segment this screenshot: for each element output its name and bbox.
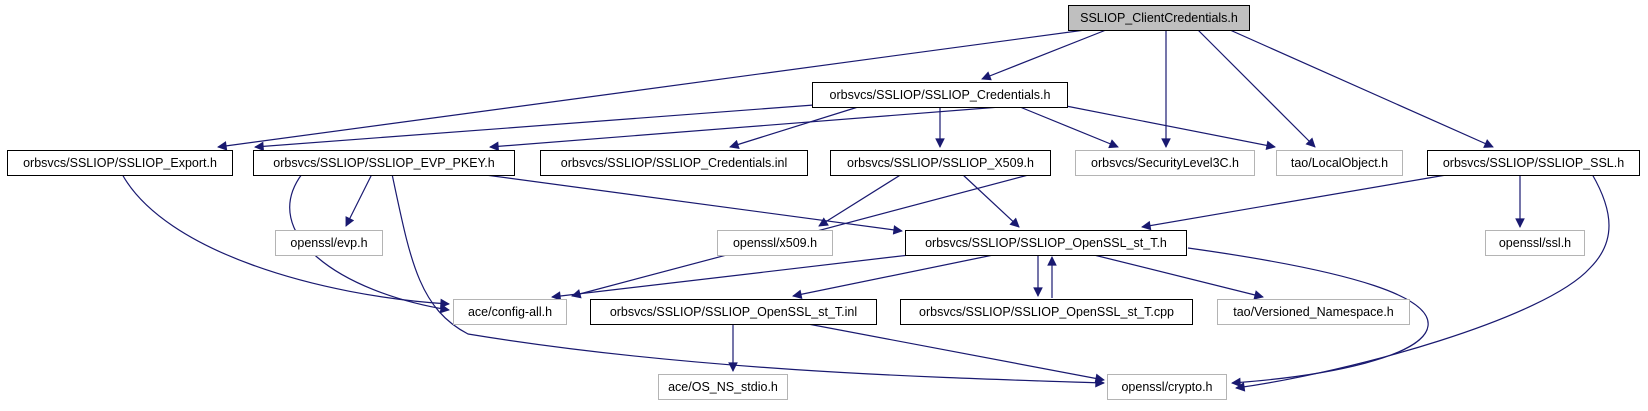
edge-client-credentials-to-export: [217, 29, 1086, 151]
edge-openssl-st-t-h-to-openssl-crypto: [1187, 247, 1429, 388]
graph-node-openssl-st-t-inl[interactable]: orbsvcs/SSLIOP/SSLIOP_OpenSSL_st_T.inl: [590, 299, 877, 325]
graph-node-export[interactable]: orbsvcs/SSLIOP/SSLIOP_Export.h: [7, 150, 233, 176]
graph-node-os-ns-stdio: ace/OS_NS_stdio.h: [658, 374, 788, 400]
edge-export-to-config-all: [121, 173, 450, 309]
edge-openssl-st-t-inl-to-openssl-crypto: [807, 323, 1105, 384]
edge-ssl-to-openssl-crypto: [1235, 173, 1610, 392]
edge-ssl-to-openssl-st-t-h: [1141, 173, 1453, 231]
graph-node-config-all: ace/config-all.h: [453, 299, 567, 325]
edge-evp-pkey-to-openssl-crypto: [391, 173, 1105, 388]
edge-client-credentials-to-ssl: [1229, 29, 1494, 148]
graph-node-openssl-ssl: openssl/ssl.h: [1485, 230, 1585, 256]
edge-x509-to-openssl-x509: [818, 173, 903, 227]
edge-credentials-to-credentials-inl: [729, 106, 859, 150]
graph-node-credentials-inl[interactable]: orbsvcs/SSLIOP/SSLIOP_Credentials.inl: [540, 150, 808, 176]
graph-node-x509[interactable]: orbsvcs/SSLIOP/SSLIOP_X509.h: [830, 150, 1051, 176]
graph-node-securitylevel3c: orbsvcs/SecurityLevel3C.h: [1075, 150, 1255, 176]
graph-node-localobject: tao/LocalObject.h: [1276, 150, 1403, 176]
edge-openssl-st-t-h-to-openssl-st-t-inl: [792, 253, 999, 299]
graph-node-credentials[interactable]: orbsvcs/SSLIOP/SSLIOP_Credentials.h: [812, 82, 1068, 108]
edge-evp-pkey-to-config-all: [289, 173, 450, 314]
graph-node-openssl-st-t-h[interactable]: orbsvcs/SSLIOP/SSLIOP_OpenSSL_st_T.h: [905, 230, 1187, 256]
graph-node-evp-pkey[interactable]: orbsvcs/SSLIOP/SSLIOP_EVP_PKEY.h: [253, 150, 515, 176]
edge-credentials-to-localobject: [1065, 105, 1276, 151]
edge-openssl-st-t-h-to-config-all: [551, 253, 919, 301]
edge-x509-to-openssl-st-t-h: [961, 173, 1020, 228]
edge-client-credentials-to-localobject: [1197, 29, 1316, 148]
edge-credentials-to-evp-pkey: [489, 106, 1001, 152]
graph-node-openssl-evp: openssl/evp.h: [275, 230, 383, 256]
edge-credentials-to-export: [254, 104, 815, 152]
graph-node-openssl-st-t-cpp[interactable]: orbsvcs/SSLIOP/SSLIOP_OpenSSL_st_T.cpp: [900, 299, 1193, 325]
edge-evp-pkey-to-openssl-st-t-h: [477, 173, 903, 235]
graph-node-ssl[interactable]: orbsvcs/SSLIOP/SSLIOP_SSL.h: [1427, 150, 1640, 176]
edge-openssl-st-t-h-to-versioned-namespace: [1089, 253, 1264, 300]
edge-client-credentials-to-credentials: [981, 29, 1107, 81]
graph-node-client-credentials: SSLIOP_ClientCredentials.h: [1068, 5, 1250, 31]
edge-evp-pkey-to-openssl-evp: [345, 173, 373, 227]
graph-node-versioned-namespace: tao/Versioned_Namespace.h: [1217, 299, 1410, 325]
edge-credentials-to-securitylevel3c: [1019, 106, 1119, 149]
graph-node-openssl-x509: openssl/x509.h: [717, 230, 833, 256]
graph-node-openssl-crypto: openssl/crypto.h: [1107, 374, 1227, 400]
